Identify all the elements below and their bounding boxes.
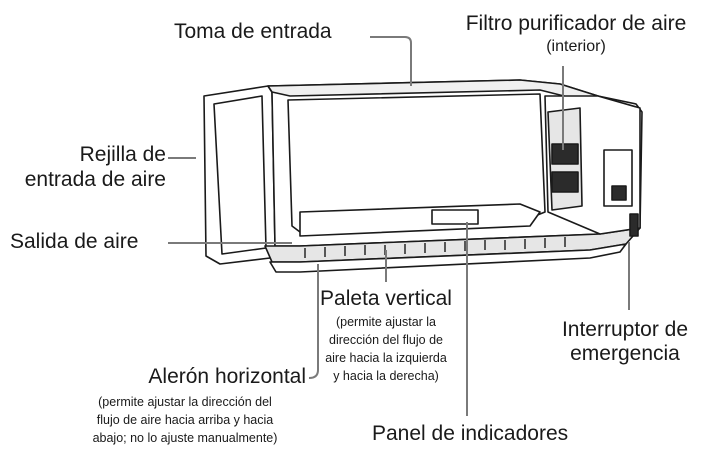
lower-front-panel [299, 203, 541, 237]
label-paleta-desc: (permite ajustar la dirección del flujo … [286, 313, 486, 386]
label-interruptor-line2: emergencia [570, 342, 680, 365]
horizontal-flap [269, 243, 627, 273]
label-toma-entrada: Toma de entrada [174, 20, 332, 43]
indoor-unit [203, 79, 643, 273]
indicator-window [431, 209, 479, 225]
switch-button [629, 213, 639, 237]
label-aleron-title: Alerón horizontal [148, 365, 306, 388]
label-paleta-desc4: y hacia la derecha) [333, 369, 439, 384]
label-interruptor-line1: Interruptor de [561, 318, 689, 341]
leader-lines [168, 36, 630, 416]
label-panel: Panel de indicadores [372, 422, 569, 445]
label-rejilla-line2: entrada de aire [24, 168, 166, 191]
label-aleron-desc3: abajo; no lo ajuste manualmente) [92, 431, 278, 446]
vertical-vanes [304, 237, 566, 258]
label-paleta-desc1: (permite ajustar la [335, 315, 437, 329]
label-aleron-desc2: flujo de aire hacia arriba y hacia [96, 413, 274, 428]
label-paleta-desc3: aire hacia la izquierda [325, 351, 447, 366]
switch-detail [611, 185, 627, 201]
label-salida: Salida de aire [10, 230, 139, 253]
leader-aleron [308, 264, 319, 379]
label-paleta-title: Paleta vertical [320, 287, 452, 310]
label-filtro-title: Filtro purificador de aire [465, 12, 687, 35]
label-paleta-desc2: dirección del flujo de [329, 333, 443, 348]
label-rejilla-line1: Rejilla de [79, 143, 166, 166]
label-aleron-desc1: (permite ajustar la dirección del [98, 395, 272, 409]
label-aleron-desc: (permite ajustar la dirección del flujo … [50, 393, 320, 447]
label-filtro-sub: (interior) [546, 38, 606, 55]
filter-element-1 [551, 143, 579, 165]
leader-toma-entrada [370, 36, 412, 86]
filter-element-2 [551, 171, 579, 193]
